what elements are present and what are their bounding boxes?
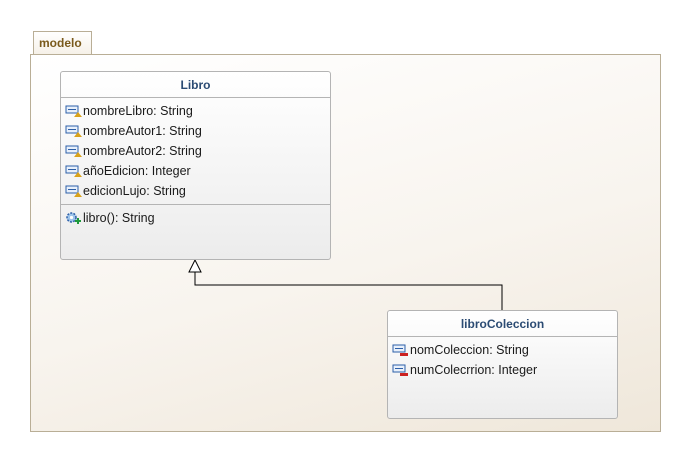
public-method-icon	[65, 211, 82, 225]
generalization-arrowhead	[188, 258, 202, 273]
protected-field-icon	[65, 104, 82, 118]
package-name: modelo	[39, 36, 82, 50]
attribute-row[interactable]: nombreLibro: String	[61, 101, 330, 121]
protected-field-icon	[65, 164, 82, 178]
attribute-text: añoEdicion: Integer	[83, 164, 191, 178]
package-tab[interactable]: modelo	[33, 31, 92, 54]
class-libroColeccion-title: libroColeccion	[388, 311, 617, 337]
attribute-text: numColecrrion: Integer	[410, 363, 538, 377]
attribute-row[interactable]: nombreAutor2: String	[61, 141, 330, 161]
libro-attributes: nombreLibro: String nombreAutor1: String…	[61, 98, 330, 205]
private-field-icon	[392, 343, 409, 357]
attribute-row[interactable]: numColecrrion: Integer	[388, 360, 617, 380]
protected-field-icon	[65, 184, 82, 198]
operation-text: libro(): String	[83, 211, 155, 225]
attribute-row[interactable]: edicionLujo: String	[61, 181, 330, 201]
class-libroColeccion[interactable]: libroColeccion nomColeccion: String numC…	[387, 310, 618, 419]
attribute-text: nomColeccion: String	[410, 343, 529, 357]
attribute-row[interactable]: nomColeccion: String	[388, 340, 617, 360]
protected-field-icon	[65, 144, 82, 158]
attribute-row[interactable]: añoEdicion: Integer	[61, 161, 330, 181]
attribute-text: nombreLibro: String	[83, 104, 193, 118]
attribute-row[interactable]: nombreAutor1: String	[61, 121, 330, 141]
private-field-icon	[392, 363, 409, 377]
attribute-text: edicionLujo: String	[83, 184, 186, 198]
class-libro-title: Libro	[61, 72, 330, 98]
libroColeccion-attributes: nomColeccion: String numColecrrion: Inte…	[388, 337, 617, 383]
generalization-line	[194, 272, 503, 310]
class-libro[interactable]: Libro nombreLibro: String nombreAutor1: …	[60, 71, 331, 260]
libro-operations: libro(): String	[61, 205, 330, 231]
operation-row[interactable]: libro(): String	[61, 208, 330, 228]
attribute-text: nombreAutor2: String	[83, 144, 202, 158]
protected-field-icon	[65, 124, 82, 138]
attribute-text: nombreAutor1: String	[83, 124, 202, 138]
